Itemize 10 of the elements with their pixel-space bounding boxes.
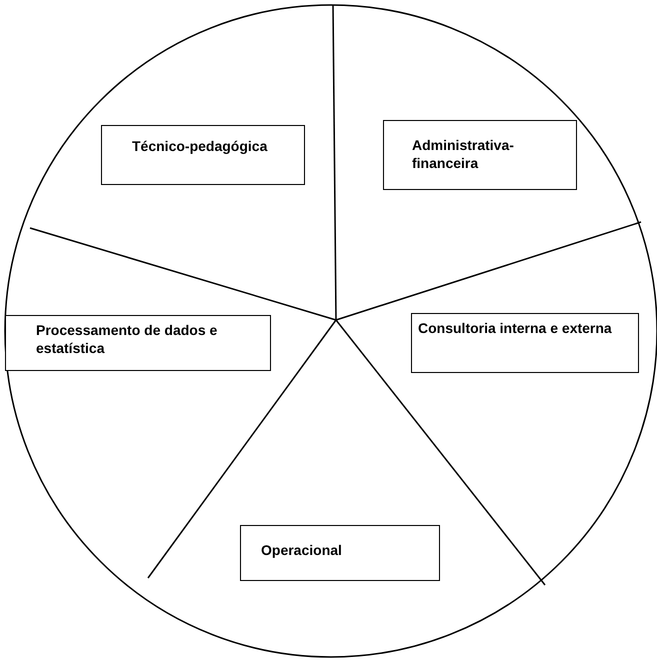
- label-box: [411, 313, 639, 373]
- sector-label: Técnico-pedagógica: [132, 138, 268, 156]
- sector-label: Processamento de dados e estatística: [36, 322, 218, 357]
- label-box: [101, 125, 305, 185]
- sector-label: Operacional: [261, 542, 343, 560]
- label-box: [383, 120, 577, 190]
- label-box: [5, 315, 271, 371]
- label-box: [240, 525, 440, 581]
- sector-label: Administrativa-financeira: [412, 137, 515, 172]
- sector-label: Consultoria interna e externa: [418, 320, 613, 338]
